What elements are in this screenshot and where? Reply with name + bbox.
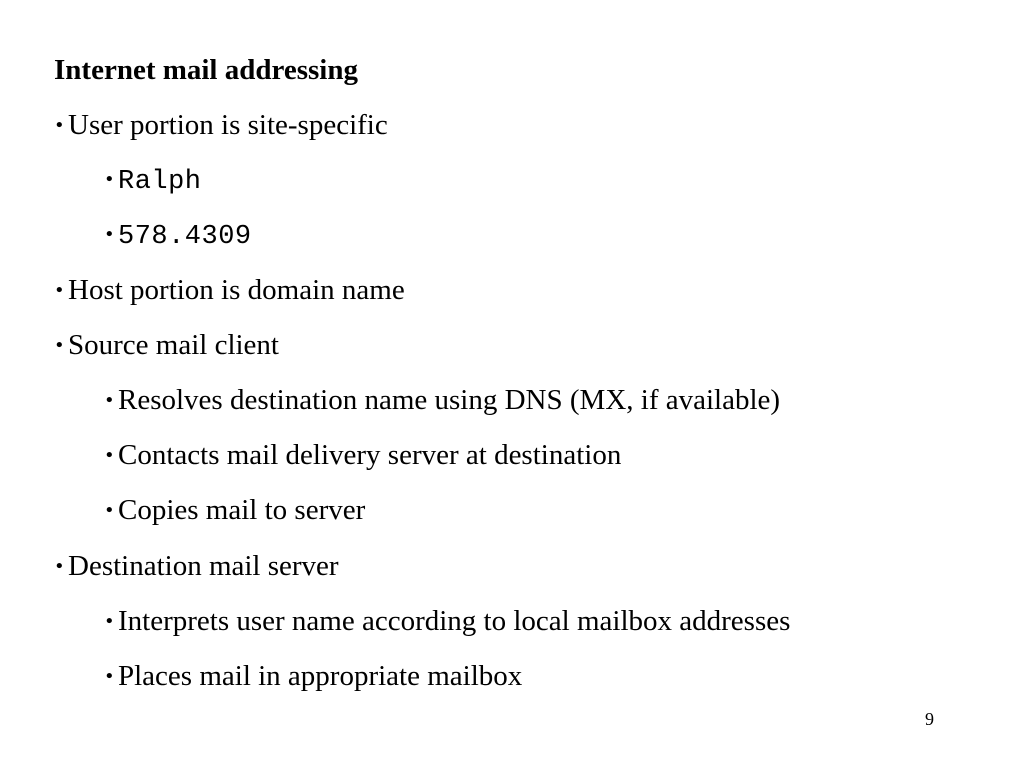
bullet-icon: • — [54, 556, 65, 577]
bullet-destination-server: •Destination mail server — [54, 546, 339, 587]
sub-bullet-resolves: •Resolves destination name using DNS (MX… — [104, 380, 780, 421]
slide-title: Internet mail addressing — [54, 54, 358, 86]
bullet-icon: • — [54, 335, 65, 356]
bullet-text: Resolves destination name using DNS (MX,… — [118, 384, 781, 416]
bullet-text: Destination mail server — [68, 550, 339, 582]
bullet-text: Copies mail to server — [118, 494, 366, 526]
sub-bullet-places: •Places mail in appropriate mailbox — [104, 656, 522, 697]
bullet-source-client: •Source mail client — [54, 325, 279, 366]
bullet-user-portion: •User portion is site-specific — [54, 105, 388, 146]
bullet-icon: • — [104, 666, 115, 687]
bullet-icon: • — [104, 390, 115, 411]
bullet-text: 578.4309 — [118, 222, 252, 252]
bullet-text: Places mail in appropriate mailbox — [118, 660, 523, 692]
sub-bullet-interprets: •Interprets user name according to local… — [104, 601, 790, 642]
bullet-icon: • — [104, 169, 115, 190]
sub-bullet-contacts: •Contacts mail delivery server at destin… — [104, 435, 621, 476]
sub-bullet-ralph: •Ralph — [104, 159, 202, 202]
bullet-text: Host portion is domain name — [68, 274, 405, 306]
bullet-icon: • — [104, 611, 115, 632]
bullet-host-portion: •Host portion is domain name — [54, 270, 405, 311]
bullet-text: User portion is site-specific — [68, 109, 388, 141]
sub-bullet-number: •578.4309 — [104, 214, 252, 257]
bullet-icon: • — [104, 445, 115, 466]
bullet-text: Source mail client — [68, 329, 279, 361]
bullet-text: Contacts mail delivery server at destina… — [118, 439, 622, 471]
bullet-icon: • — [54, 115, 65, 136]
bullet-icon: • — [54, 280, 65, 301]
bullet-text: Interprets user name according to local … — [118, 605, 791, 637]
bullet-text: Ralph — [118, 167, 202, 197]
page-number: 9 — [925, 709, 934, 729]
bullet-icon: • — [104, 500, 115, 521]
bullet-icon: • — [104, 224, 115, 245]
sub-bullet-copies: •Copies mail to server — [104, 490, 365, 531]
